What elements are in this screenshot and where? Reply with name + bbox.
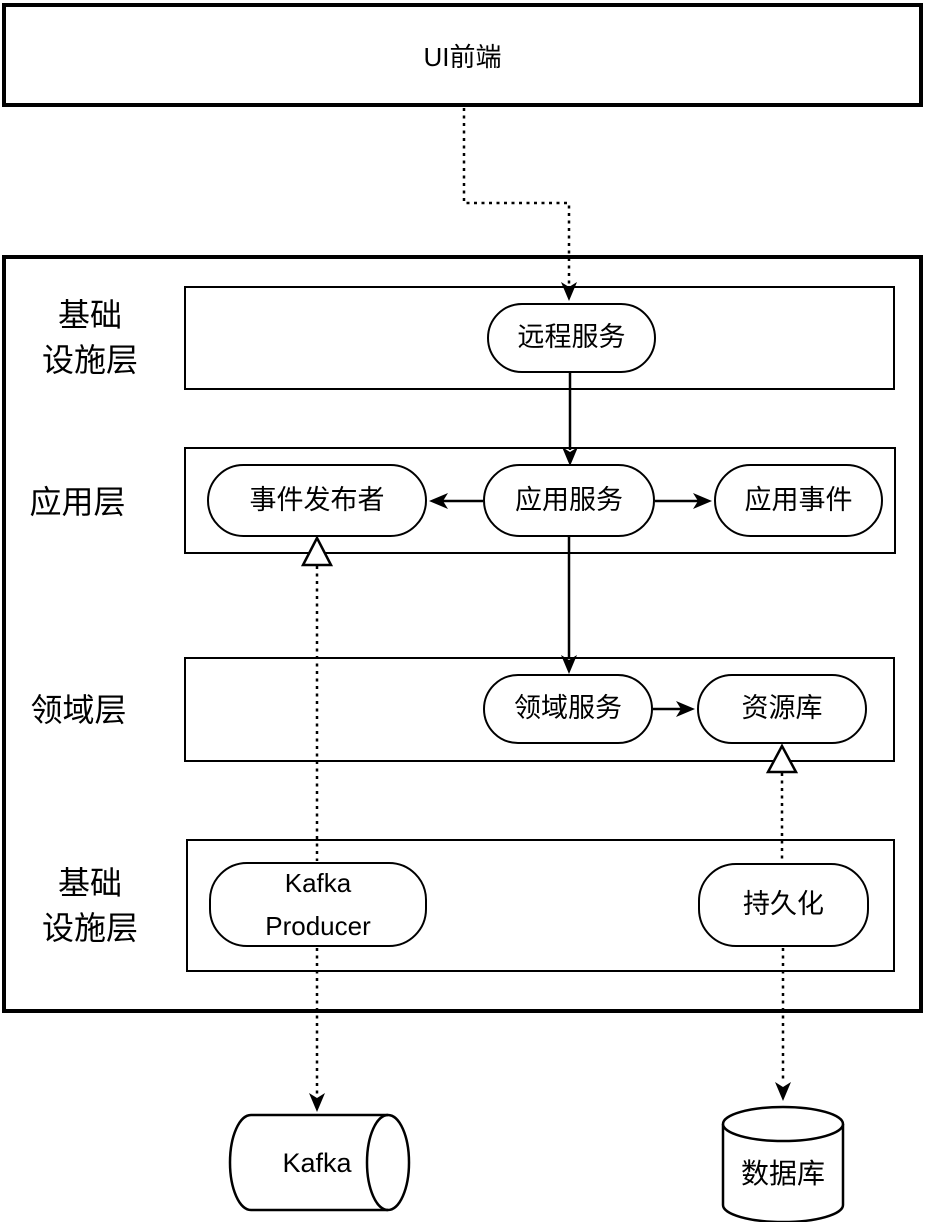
kafka-cylinder	[228, 1113, 411, 1212]
node-kafka-producer: Kafka Producer	[209, 862, 427, 947]
node-domain-service: 领域服务	[483, 674, 653, 744]
node-remote-service: 远程服务	[487, 303, 656, 373]
arrowhead-into-database	[775, 1082, 791, 1101]
frontend-box: UI前端	[2, 3, 923, 107]
node-persistence: 持久化	[698, 863, 869, 947]
edge-frontend-to-remote-service	[462, 108, 571, 284]
kafka-cylinder-label: Kafka	[282, 1148, 352, 1178]
layer-label-infrastructure-bottom: 基础 设施层	[41, 865, 138, 946]
arrowhead-into-application-event	[693, 493, 712, 509]
node-event-publisher: 事件发布者	[207, 464, 427, 537]
database-cylinder	[721, 1105, 845, 1222]
arrowhead-into-remote-service	[561, 282, 577, 301]
hollow-triangle-repository	[765, 743, 799, 774]
arrowhead-into-domain-service	[561, 655, 577, 674]
arrowhead-into-application-service	[562, 447, 578, 466]
database-cylinder-label: 数据库	[740, 1158, 825, 1189]
arrowhead-into-kafka	[309, 1093, 325, 1112]
layer-label-domain: 领域层	[30, 692, 127, 728]
node-application-service: 应用服务	[483, 464, 655, 537]
arrowhead-into-repository	[676, 701, 695, 717]
node-application-event: 应用事件	[714, 464, 883, 537]
hollow-triangle-event-publisher	[300, 535, 334, 567]
layer-label-application: 应用层	[29, 484, 126, 520]
arrowhead-into-event-publisher	[429, 493, 448, 509]
layer-label-infrastructure-top: 基础 设施层	[41, 297, 138, 378]
node-repository: 资源库	[697, 674, 867, 744]
frontend-label: UI前端	[423, 41, 502, 72]
